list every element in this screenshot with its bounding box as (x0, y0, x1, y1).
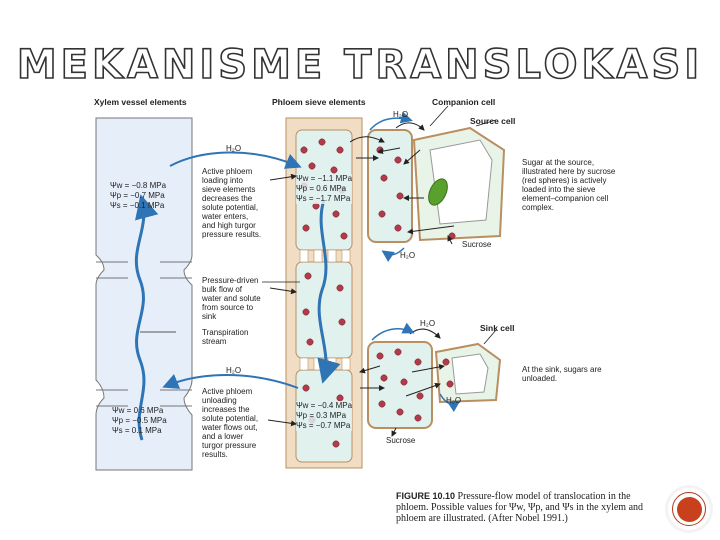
bulk-flow-arrow (317, 199, 341, 384)
water-in-arrow (169, 151, 302, 169)
figure-number: FIGURE 10.10 (396, 491, 456, 501)
water-label-out: H₂O (226, 366, 242, 375)
phloem-top-psi: Ψw = −1.1 MPa Ψp = 0.6 MPa Ψs = −1.7 MPa (296, 174, 353, 204)
companion-cell-top (367, 129, 413, 243)
figure-caption-text: Pressure-flow model of translocation in … (396, 491, 644, 524)
water-sink-arrow (371, 322, 415, 341)
source-cell (412, 126, 506, 242)
xylem-bottom-psi: Ψw = 0.6 MPa Ψp = −0.5 MPa Ψs = 0.1 MPa (112, 406, 167, 435)
loading-text: Active phloem loading into sieve element… (202, 167, 262, 239)
transpiration-arrow (134, 194, 159, 441)
source-cell-header: Source cell (470, 116, 516, 126)
water-label-source: H₂O (400, 251, 416, 260)
water-label-sink-top: H₂O (420, 319, 436, 328)
xylem-header: Xylem vessel elements (94, 97, 187, 107)
companion-cell-header: Companion cell (432, 97, 496, 107)
phloem-bottom-psi: Ψw = −0.4 MPa Ψp = 0.3 MPa Ψs = −0.7 MPa (296, 401, 353, 431)
water-label-top: H₂O (393, 110, 409, 119)
phloem-header: Phloem sieve elements (272, 97, 366, 107)
water-label-in: H₂O (226, 144, 242, 153)
water-label-sink: H₂O (446, 396, 462, 405)
water-out-arrow (162, 374, 299, 389)
badge-dot (677, 497, 702, 522)
sink-cell (434, 342, 502, 404)
figure-caption: FIGURE 10.10 Pressure-flow model of tran… (396, 491, 656, 524)
water-source-arrow (381, 247, 405, 262)
source-note: Sugar at the source, illustrated here by… (522, 158, 616, 212)
bulk-flow-text: Pressure-driven bulk flow of water and s… (202, 276, 261, 321)
transpiration-text: Transpiration stream (202, 328, 249, 346)
slide-title: MEKANISME TRANSLOKASI (16, 41, 704, 89)
sink-cell-header: Sink cell (480, 323, 515, 333)
xylem-top-psi: Ψw = −0.8 MPa Ψp = −0.7 MPa Ψs = −0.1 MP… (110, 181, 167, 210)
sink-note: At the sink, sugars are unloaded. (522, 365, 602, 383)
sugar-movement-arrows (267, 122, 455, 437)
slide-badge-icon (668, 488, 710, 530)
leader-lines (140, 105, 497, 345)
unloading-text: Active phloem unloading increases the so… (202, 387, 259, 459)
sucrose-label-sink: Sucrose (386, 436, 416, 445)
water-sink-out-arrow (439, 393, 461, 412)
sucrose-label-source: Sucrose (462, 240, 492, 249)
badge-ring (672, 492, 706, 526)
water-top-arrow (369, 111, 413, 131)
